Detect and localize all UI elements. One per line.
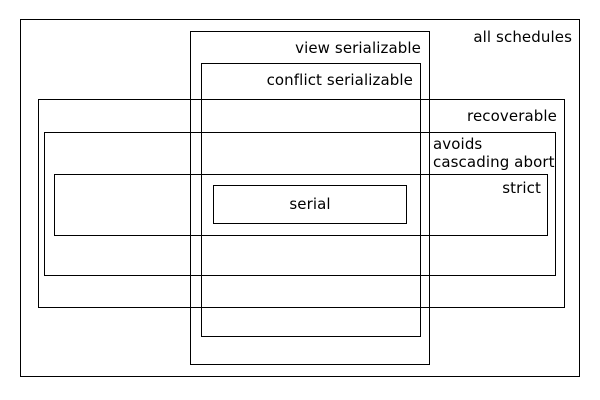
region-label-all-schedules: all schedules xyxy=(473,28,572,46)
region-label-view-serializable: view serializable xyxy=(295,39,421,57)
region-label-conflict-serializable: conflict serializable xyxy=(266,71,413,89)
region-box-view-serializable xyxy=(190,31,430,365)
region-box-serial xyxy=(213,185,407,224)
region-box-strict xyxy=(54,174,548,236)
region-label-serial: serial xyxy=(289,195,331,213)
region-box-recoverable xyxy=(38,99,565,308)
region-label-strict: strict xyxy=(502,179,541,197)
region-label-recoverable: recoverable xyxy=(467,107,557,125)
region-label-avoids-cascading-abort: avoids cascading abort xyxy=(433,135,555,171)
region-box-conflict-serializable xyxy=(201,63,421,337)
region-box-avoids-cascading-abort xyxy=(44,132,556,276)
region-box-all-schedules xyxy=(20,19,580,377)
